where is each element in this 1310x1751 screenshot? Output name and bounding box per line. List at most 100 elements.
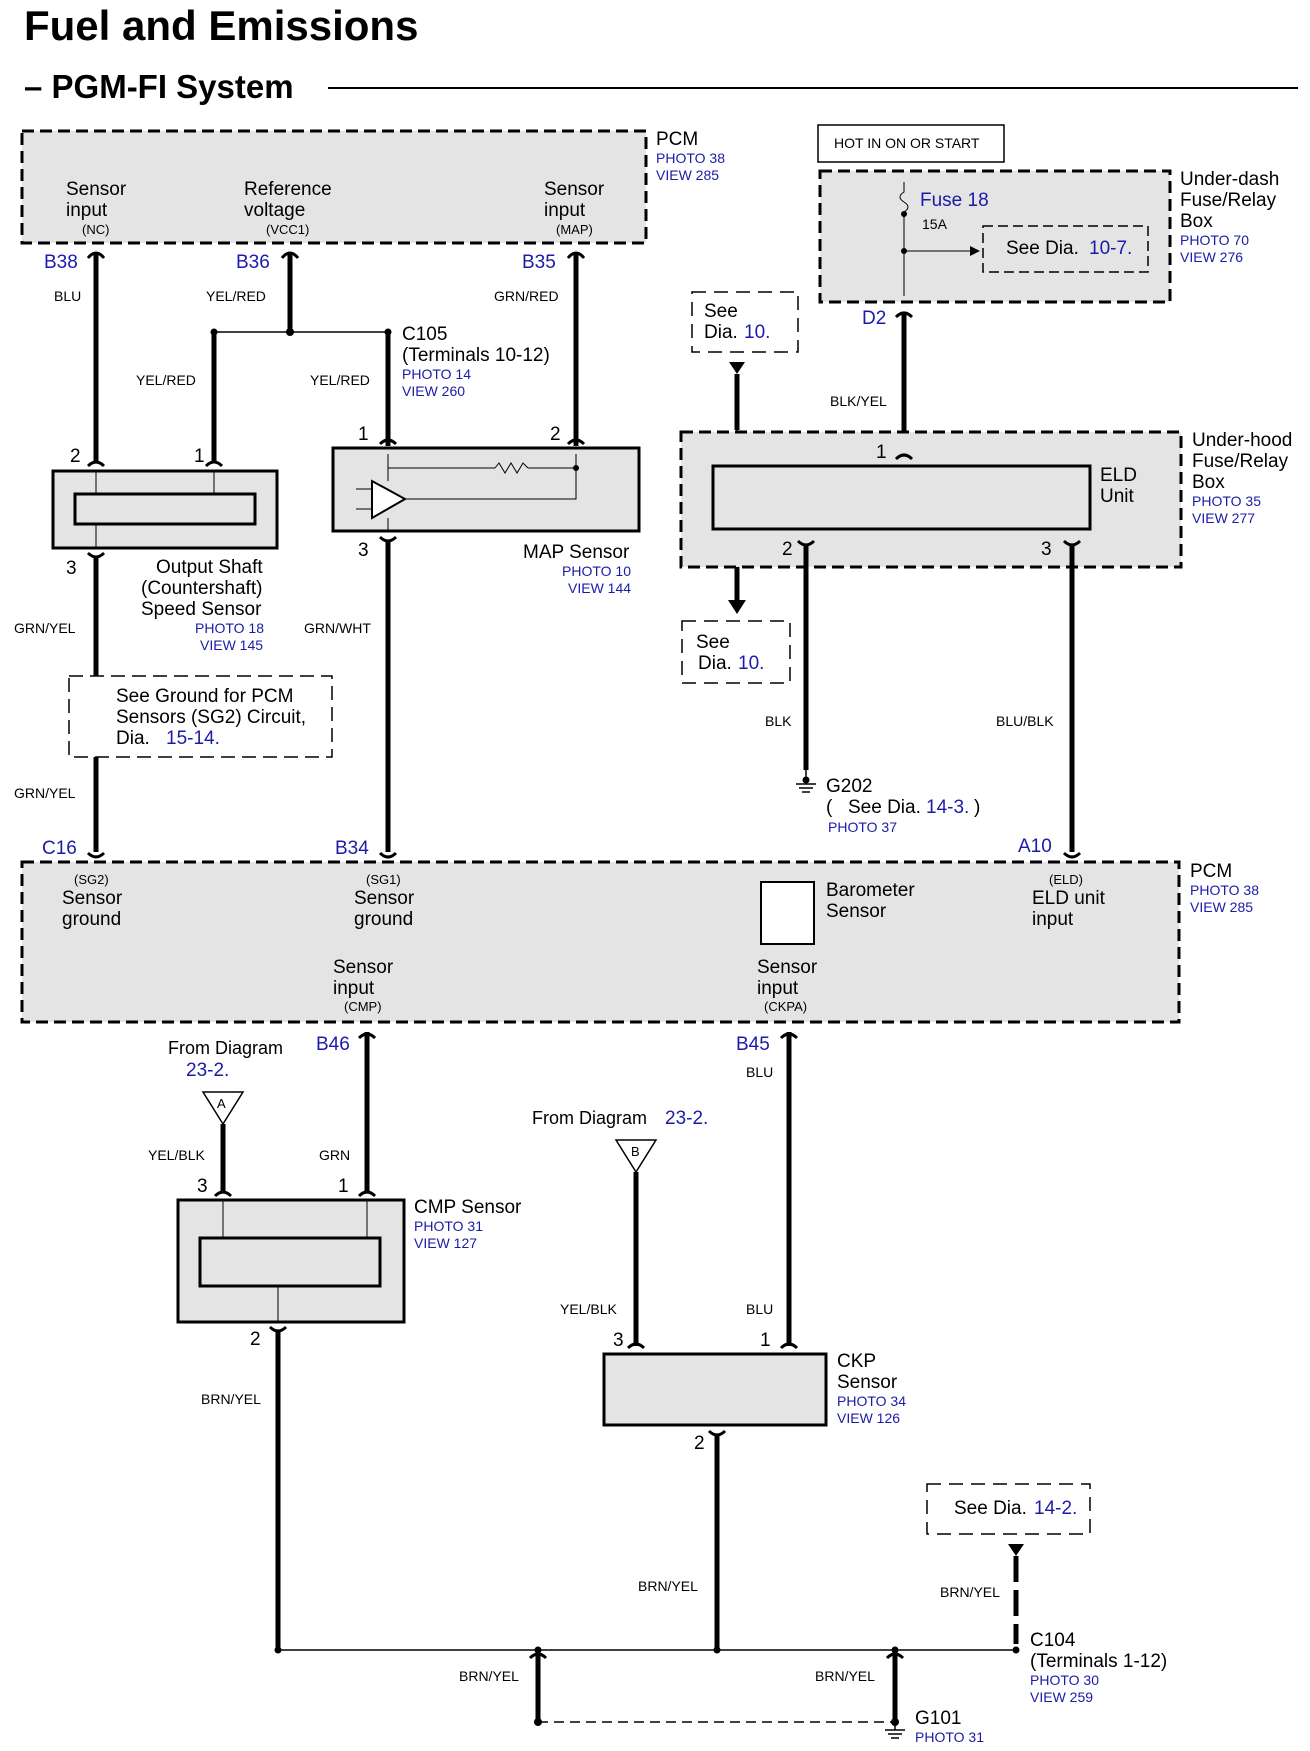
pcm-map-label-2: input bbox=[544, 200, 586, 221]
eld-pin1-cap bbox=[894, 453, 914, 461]
shaft-sensor-element bbox=[73, 492, 257, 526]
connector-b35-cap bbox=[566, 251, 586, 259]
pcm-mid-photo[interactable]: PHOTO 38 bbox=[1190, 882, 1259, 898]
underdash-view[interactable]: VIEW 276 bbox=[1180, 249, 1243, 265]
eld-pin-3: 3 bbox=[1041, 539, 1052, 560]
pin-c16[interactable]: C16 bbox=[42, 838, 77, 859]
shaft-sensor-label-3: Speed Sensor bbox=[141, 599, 262, 620]
cmp-sensor-view[interactable]: VIEW 127 bbox=[414, 1235, 477, 1251]
fuse-rating: 15A bbox=[922, 216, 948, 232]
connector-b38-cap bbox=[86, 251, 106, 259]
pin-b35[interactable]: B35 bbox=[522, 252, 556, 273]
pin-b38[interactable]: B38 bbox=[44, 252, 78, 273]
underhood-label-2: Fuse/Relay bbox=[1192, 451, 1289, 472]
map-pin-3: 3 bbox=[358, 540, 369, 561]
pcm-eld-label-2: input bbox=[1032, 909, 1074, 930]
g101-photo[interactable]: PHOTO 31 bbox=[915, 1729, 984, 1745]
eld-pin3-cap bbox=[1062, 539, 1082, 547]
pin-d2[interactable]: D2 bbox=[862, 308, 886, 329]
see-10-7-link[interactable]: 10-7. bbox=[1089, 238, 1132, 259]
shaft-sensor-photo[interactable]: PHOTO 18 bbox=[195, 620, 264, 636]
g202-close: ) bbox=[974, 797, 980, 818]
see-10-bottom-line-2: Dia. bbox=[698, 653, 732, 674]
see-14-2-link[interactable]: 14-2. bbox=[1034, 1498, 1077, 1519]
shaft-pin-1: 1 bbox=[194, 446, 205, 467]
pin-a10[interactable]: A10 bbox=[1018, 836, 1052, 857]
from-diagram-a-triangle bbox=[201, 1091, 245, 1126]
see-14-2-arrow bbox=[1008, 1544, 1024, 1556]
ckp-sensor-label-1: CKP bbox=[837, 1351, 876, 1372]
ckp-sensor-box bbox=[602, 1352, 828, 1427]
pcm-top-photo[interactable]: PHOTO 38 bbox=[656, 150, 725, 166]
shaft-pin1-cap bbox=[204, 460, 224, 468]
wire-label-b36: YEL/RED bbox=[206, 288, 266, 304]
bus-dot-g101-left bbox=[534, 1646, 542, 1654]
pcm-map-label-1: Sensor bbox=[544, 179, 605, 200]
b45-cap bbox=[779, 1032, 799, 1040]
wire-label-blk-yel: BLK/YEL bbox=[830, 393, 887, 409]
hot-in-on-start-box bbox=[817, 124, 1005, 163]
wire-label-grn: GRN bbox=[319, 1147, 350, 1163]
ckp-sensor-photo[interactable]: PHOTO 34 bbox=[837, 1393, 906, 1409]
c104-view[interactable]: VIEW 259 bbox=[1030, 1689, 1093, 1705]
cmp-pin-1: 1 bbox=[338, 1176, 349, 1197]
g202-link[interactable]: 14-3. bbox=[926, 797, 969, 818]
cmp-pin-3: 3 bbox=[197, 1176, 208, 1197]
pcm-ckpa-sub: (CKPA) bbox=[764, 999, 807, 1014]
underdash-photo[interactable]: PHOTO 70 bbox=[1180, 232, 1249, 248]
pcm-top-view[interactable]: VIEW 285 bbox=[656, 167, 719, 183]
underhood-view[interactable]: VIEW 277 bbox=[1192, 510, 1255, 526]
from-diagram-b-text: From Diagram bbox=[532, 1108, 647, 1128]
bus-dot-c104 bbox=[1012, 1646, 1020, 1654]
pin-b36[interactable]: B36 bbox=[236, 252, 270, 273]
ckp-pin-1: 1 bbox=[760, 1330, 771, 1351]
bus-dot-ckp bbox=[713, 1646, 721, 1654]
from-diagram-a-link[interactable]: 23-2. bbox=[186, 1060, 229, 1081]
eld-unit-box bbox=[711, 464, 1092, 531]
hot-in-on-start-label: HOT IN ON OR START bbox=[834, 135, 980, 151]
b46-cap bbox=[357, 1032, 377, 1040]
pcm-nc-label-2: input bbox=[66, 200, 108, 221]
g101-dot-left bbox=[534, 1718, 542, 1726]
c105-photo[interactable]: PHOTO 14 bbox=[402, 366, 471, 382]
g202-photo[interactable]: PHOTO 37 bbox=[828, 819, 897, 835]
shaft-sensor-view[interactable]: VIEW 145 bbox=[200, 637, 263, 653]
c105-view[interactable]: VIEW 260 bbox=[402, 383, 465, 399]
shaft-sensor-label-1: Output Shaft bbox=[156, 557, 263, 578]
cmp-sensor-photo[interactable]: PHOTO 31 bbox=[414, 1218, 483, 1234]
cmp-pin-2: 2 bbox=[250, 1329, 261, 1350]
pcm-mid-view[interactable]: VIEW 285 bbox=[1190, 899, 1253, 915]
wire-label-c105-left: YEL/RED bbox=[136, 372, 196, 388]
fuse-18-symbol bbox=[899, 182, 909, 296]
ckp-pin-3: 3 bbox=[613, 1330, 624, 1351]
g202-see: See Dia. bbox=[848, 797, 921, 818]
ckp-sensor-view[interactable]: VIEW 126 bbox=[837, 1410, 900, 1426]
pin-b45[interactable]: B45 bbox=[736, 1034, 770, 1055]
wire-label-c105-right: YEL/RED bbox=[310, 372, 370, 388]
shaft-internal-leads bbox=[95, 471, 215, 548]
map-pin-1: 1 bbox=[358, 424, 369, 445]
from-diagram-b-link[interactable]: 23-2. bbox=[665, 1108, 708, 1129]
see-10-top-link[interactable]: 10. bbox=[744, 322, 770, 343]
see-10-bottom-link[interactable]: 10. bbox=[738, 653, 764, 674]
fuse-18-label[interactable]: Fuse 18 bbox=[920, 190, 989, 211]
pcm-eld-label-1: ELD unit bbox=[1032, 888, 1106, 909]
ckp-pin-2: 2 bbox=[694, 1433, 705, 1454]
c104-photo[interactable]: PHOTO 30 bbox=[1030, 1672, 1099, 1688]
pin-b46[interactable]: B46 bbox=[316, 1034, 350, 1055]
map-sensor-photo[interactable]: PHOTO 10 bbox=[562, 563, 631, 579]
a10-cap bbox=[1062, 851, 1082, 859]
barometer-sensor-box bbox=[760, 881, 815, 945]
barometer-label-1: Barometer bbox=[826, 880, 915, 901]
underhood-photo[interactable]: PHOTO 35 bbox=[1192, 493, 1261, 509]
g202-open: ( bbox=[826, 797, 833, 818]
map-pin3-cap bbox=[378, 535, 398, 543]
c104-label: C104 bbox=[1030, 1630, 1076, 1651]
ground-note-link[interactable]: 15-14. bbox=[166, 728, 220, 749]
pin-b34[interactable]: B34 bbox=[335, 838, 369, 859]
map-sensor-view[interactable]: VIEW 144 bbox=[568, 580, 631, 596]
shaft-pin-2: 2 bbox=[70, 446, 81, 467]
map-pin-2: 2 bbox=[550, 424, 561, 445]
pcm-cmp-sub: (CMP) bbox=[344, 999, 382, 1014]
